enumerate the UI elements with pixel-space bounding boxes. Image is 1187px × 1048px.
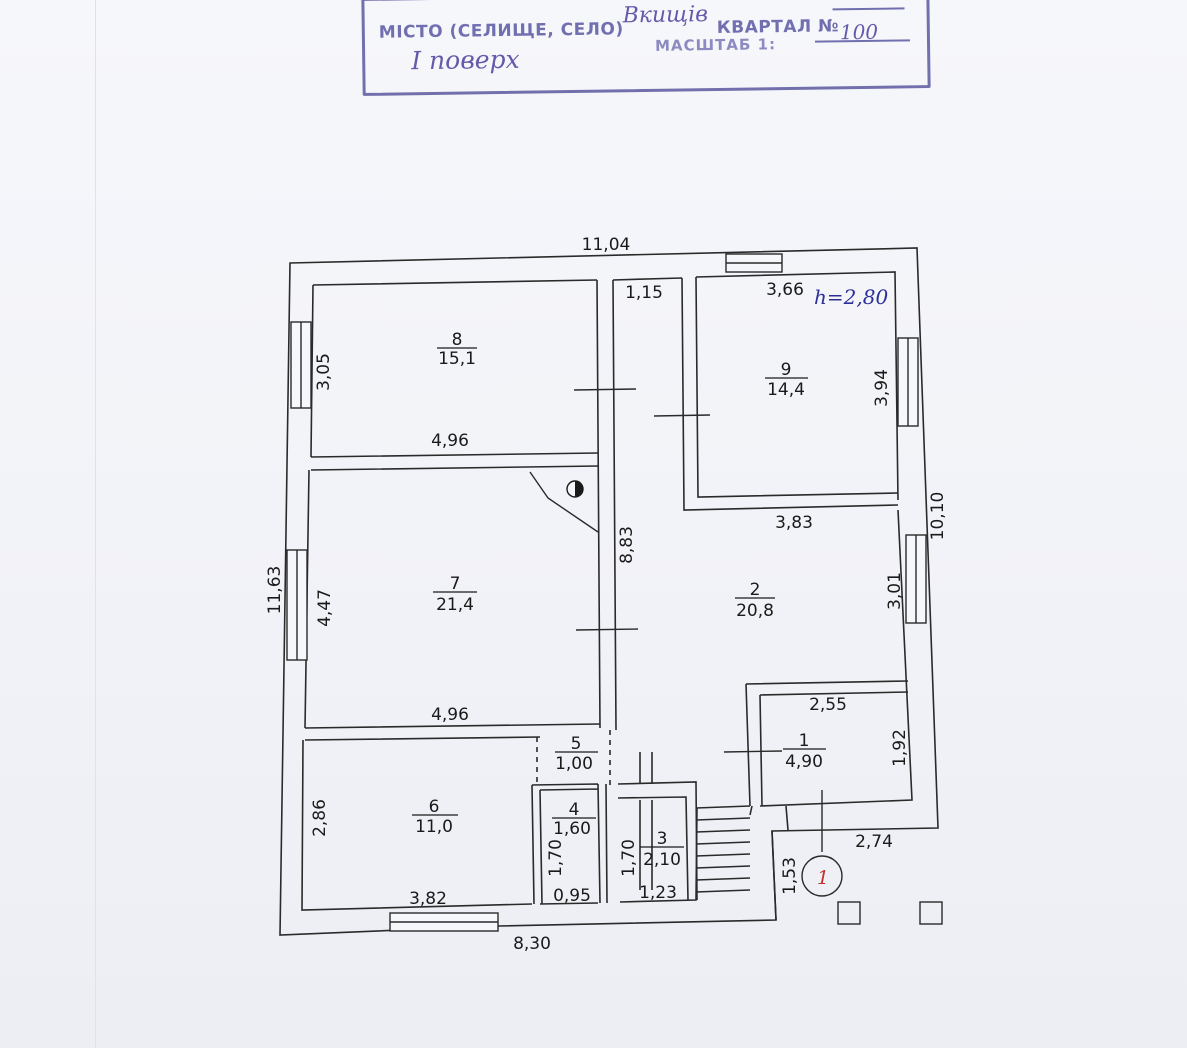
dim-top-total: 11,04 [582,235,631,255]
door-1 [723,750,783,753]
dim-room1-height: 1,92 [890,729,910,767]
dim-room2-height: 3,01 [885,572,905,610]
room5-area: 1,00 [555,754,593,774]
room1-walls [745,680,909,807]
room7-number: 7 [450,574,461,594]
door-9 [653,414,711,417]
stove-icon-fill [575,481,583,497]
ceiling-height-note: h=2,80 [814,285,888,309]
room3-area: 2,10 [643,850,681,870]
outer-wall [279,247,939,936]
dim-corridor-top: 1,15 [625,283,663,303]
dim-room6-width: 3,82 [409,889,447,909]
room2-area: 20,8 [736,601,774,621]
room9-walls [681,276,899,511]
wall-8-7 [310,452,599,471]
dimension-labels: 11,04 1,15 3,66 4,96 3,83 4,96 2,55 2,74… [265,235,948,954]
room8-area: 15,1 [438,349,476,369]
room6-number: 6 [429,797,440,817]
room-label-lines [412,347,826,848]
room6-area: 11,0 [415,817,453,837]
room-labels: 8 15,1 9 14,4 7 21,4 2 20,8 1 4,90 5 1,0… [415,330,823,870]
dim-room9-width: 3,66 [766,280,804,300]
dim-room3-width: 1,23 [639,883,677,903]
dim-inner-wall: 8,83 [617,526,637,564]
room4-number: 4 [569,800,580,820]
entrance-marker-number: 1 [817,867,829,889]
wall-corridor-left [596,279,617,731]
dim-room7-height: 4,47 [315,589,335,627]
dim-room9-bottom: 3,83 [775,513,813,533]
dim-room4-height: 1,70 [546,839,566,877]
dim-room8-width: 4,96 [431,431,469,451]
dim-room9-height: 3,94 [872,369,892,407]
room3-walls [617,781,698,901]
door-marks [573,388,823,852]
paper-fold [95,0,96,1048]
dim-room7-width: 4,96 [431,705,469,725]
dim-porch-height: 1,53 [780,857,800,895]
dim-room3-height: 1,70 [619,839,639,877]
room7-area: 21,4 [436,595,474,615]
porch-steps [695,805,751,893]
room9-number: 9 [781,360,792,380]
dim-room6-height: 2,86 [310,799,330,837]
room1-number: 1 [799,731,810,751]
windows [286,253,927,932]
post-right [919,901,943,925]
dim-bottom-total: 8,30 [513,934,551,954]
dim-left-total: 11,63 [265,566,285,615]
door-7 [575,628,639,631]
wall-7-6 [304,723,601,741]
walls [279,247,939,936]
room1-area: 4,90 [785,752,823,772]
room2-number: 2 [750,580,761,600]
post-left [837,901,861,925]
dim-room1-width: 2,55 [809,695,847,715]
room4-area: 1,60 [553,819,591,839]
room5-number: 5 [571,734,582,754]
dim-right-total: 10,10 [928,492,948,541]
room9-area: 14,4 [767,380,805,400]
room3-number: 3 [657,829,668,849]
door-8 [573,388,637,391]
dim-porch-width: 2,74 [855,832,893,852]
dim-room8-height: 3,05 [314,353,334,391]
porch-area [771,805,789,921]
stair-lines [639,752,653,890]
room8-number: 8 [452,330,463,350]
room4-walls [531,783,608,905]
stove-outline [529,471,599,533]
dim-room4-width: 0,95 [553,886,591,906]
entrance-marker-circle [801,855,843,897]
